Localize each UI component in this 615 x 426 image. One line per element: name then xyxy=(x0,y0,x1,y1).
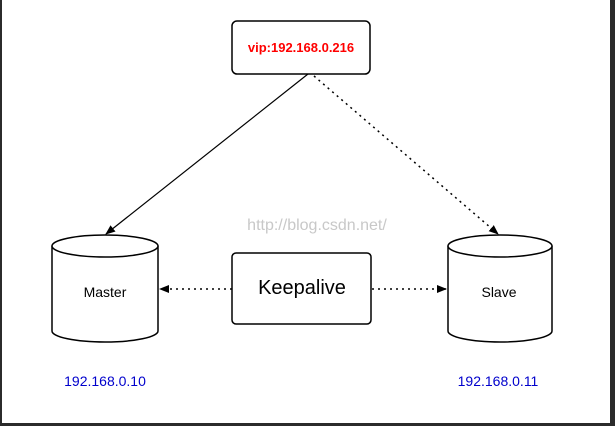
slave-node: Slave xyxy=(447,234,553,343)
vip-to-slave-connector xyxy=(313,75,499,235)
watermark-text: http://blog.csdn.net/ xyxy=(247,217,387,234)
keepalive-node: Keepalive xyxy=(231,252,372,325)
master-ip: 192.168.0.10 xyxy=(64,373,146,389)
master-node: Master xyxy=(51,234,159,343)
vip-label: vip:192.168.0.216 xyxy=(248,40,354,55)
slave-label: Slave xyxy=(481,284,516,300)
master-label: Master xyxy=(84,284,127,300)
vip-node: vip:192.168.0.216 xyxy=(231,20,371,75)
keepalive-label: Keepalive xyxy=(258,277,346,299)
slave-ip: 192.168.0.11 xyxy=(458,373,539,389)
vip-to-master-connector xyxy=(105,73,309,235)
